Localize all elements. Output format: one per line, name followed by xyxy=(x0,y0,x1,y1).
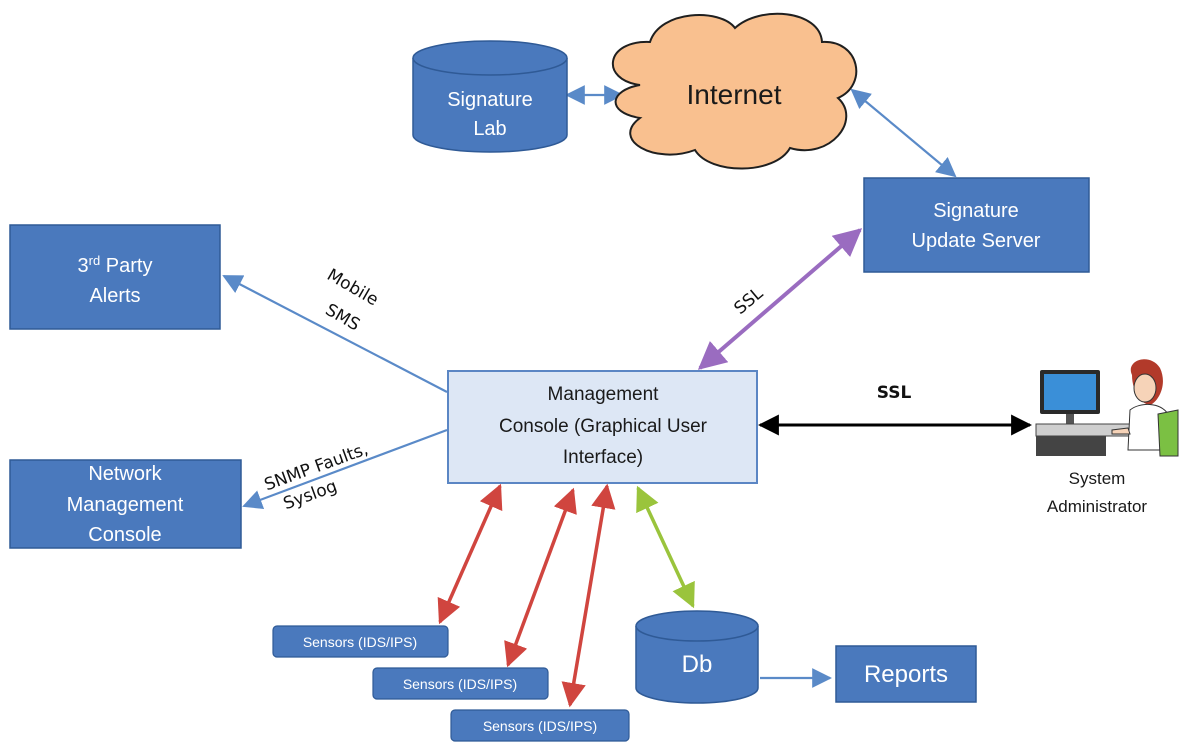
update-server-label-1: Signature xyxy=(933,200,1019,222)
management-console: Management Console (Graphical User Inter… xyxy=(447,370,758,484)
edges xyxy=(222,85,1033,708)
console-label-1: Management xyxy=(548,384,660,405)
edge-snmp-syslog xyxy=(242,428,448,510)
edge-sensor-3 xyxy=(561,483,616,708)
edge-sensor-2 xyxy=(504,487,577,668)
edge-label-ssl-admin: SSL xyxy=(877,383,912,403)
signature-lab-db: Signature Lab xyxy=(412,40,568,153)
nmc-label-2: Management xyxy=(67,494,184,516)
update-server-label-2: Update Server xyxy=(912,230,1041,252)
db-cylinder: Db xyxy=(635,610,759,704)
console-label-3: Interface) xyxy=(563,447,643,468)
sysadmin-label-1: System xyxy=(1069,469,1126,488)
nmc-label-3: Console xyxy=(88,524,161,546)
internet-label: Internet xyxy=(687,79,782,110)
edge-ssl-update xyxy=(697,228,863,370)
edge-db xyxy=(636,485,695,609)
sensor-1-label: Sensors (IDS/IPS) xyxy=(303,634,417,650)
edge-sensor-1 xyxy=(437,483,503,625)
computer-user-icon xyxy=(1035,359,1179,457)
nmc-label-1: Network xyxy=(88,463,162,485)
sensor-2: Sensors (IDS/IPS) xyxy=(372,667,549,700)
signature-lab-label-2: Lab xyxy=(473,118,506,140)
edge-mobile-sms xyxy=(222,275,448,393)
sensor-1: Sensors (IDS/IPS) xyxy=(272,625,449,658)
network-management-console: Network Management Console xyxy=(9,459,242,549)
sensor-3: Sensors (IDS/IPS) xyxy=(450,709,630,742)
reports-box: Reports xyxy=(835,645,977,703)
db-label: Db xyxy=(682,651,713,678)
third-party-label-1: 3rd Party xyxy=(78,253,153,277)
console-label-2: Console (Graphical User xyxy=(499,416,708,437)
signature-lab-label-1: Signature xyxy=(447,89,533,111)
internet-cloud: Internet xyxy=(612,12,858,170)
third-party-label-2: Alerts xyxy=(89,285,140,307)
sensor-2-label: Sensors (IDS/IPS) xyxy=(403,676,517,692)
reports-label: Reports xyxy=(864,661,948,688)
system-administrator: System Administrator xyxy=(1035,359,1179,516)
sensor-3-label: Sensors (IDS/IPS) xyxy=(483,718,597,734)
edge-internet-update-server xyxy=(850,88,957,178)
third-party-alerts: 3rd Party Alerts xyxy=(9,224,221,330)
signature-update-server: Signature Update Server xyxy=(863,177,1090,273)
sysadmin-label-2: Administrator xyxy=(1047,497,1147,516)
